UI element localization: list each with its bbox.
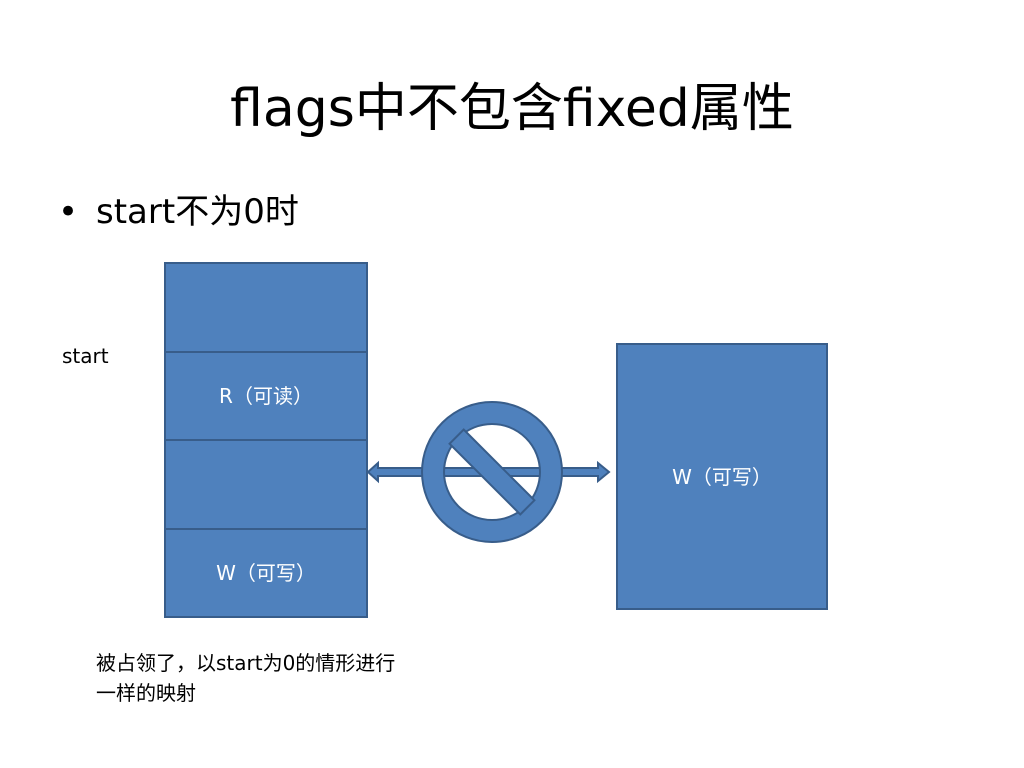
stack-cell-label-w: W（可写） bbox=[216, 561, 316, 585]
caption: 被占领了，以start为0的情形进行 一样的映射 bbox=[96, 648, 395, 708]
left-memory-stack bbox=[164, 262, 368, 618]
no-entry-icon bbox=[421, 400, 563, 544]
slide-title: flags中不包含fixed属性 bbox=[230, 79, 794, 139]
start-label: start bbox=[62, 344, 109, 368]
bullet-dot: • bbox=[58, 192, 79, 232]
bullet-item: • start不为0时 bbox=[58, 188, 299, 236]
right-box-label: W（可写） bbox=[672, 465, 772, 489]
stack-cell-1 bbox=[164, 262, 368, 353]
caption-line-2: 一样的映射 bbox=[96, 681, 196, 705]
stack-cell-label-r: R（可读） bbox=[219, 384, 313, 408]
right-memory-box bbox=[616, 343, 828, 610]
bullet-text: start不为0时 bbox=[96, 192, 299, 232]
caption-line-1: 被占领了，以start为0的情形进行 bbox=[96, 651, 396, 675]
stack-cell-2 bbox=[164, 351, 368, 441]
stack-cell-3 bbox=[164, 439, 368, 530]
stack-cell-4 bbox=[164, 528, 368, 618]
